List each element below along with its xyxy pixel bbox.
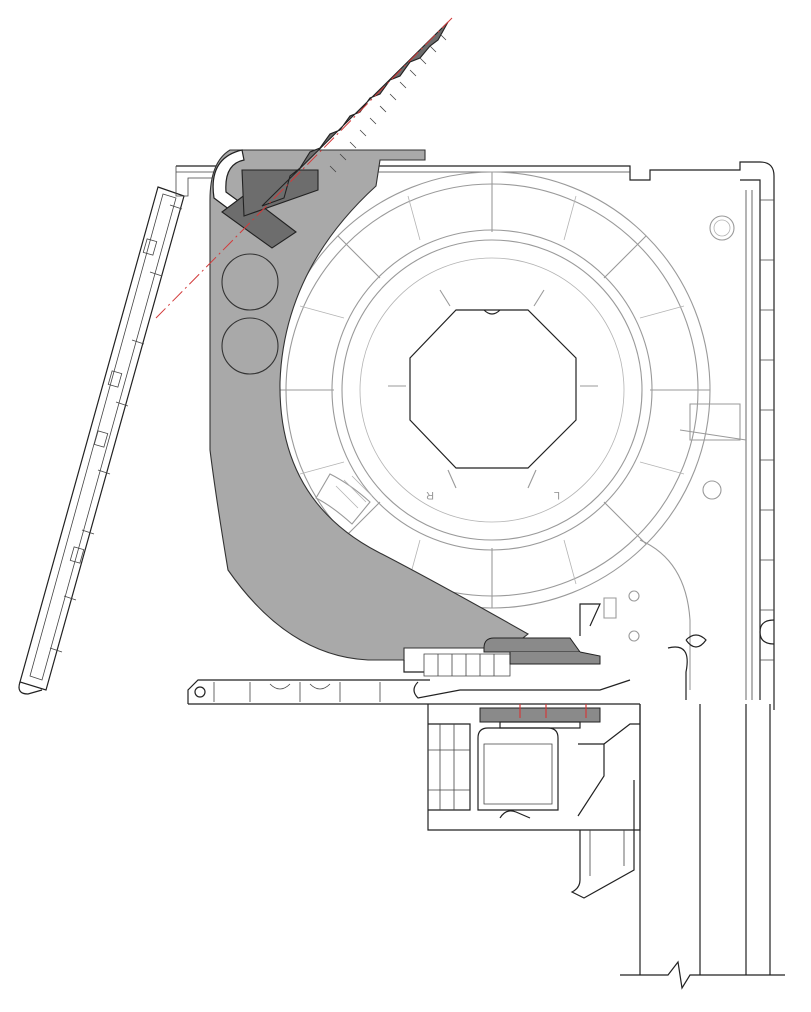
winding-drum <box>273 171 711 609</box>
alignment-ticks <box>519 704 587 718</box>
window-frame-profile <box>427 704 641 899</box>
octagonal-shaft <box>409 309 577 469</box>
rotation-label-right: R <box>426 489 434 501</box>
guide-rail-details <box>603 539 707 700</box>
fixing-screw <box>221 21 449 249</box>
front-cover-panel <box>18 186 185 695</box>
rotation-label-left: L <box>554 489 560 501</box>
insulation-tubes <box>221 253 279 375</box>
screw-axis-line <box>155 17 453 319</box>
bottom-sill-profile <box>187 653 640 705</box>
end-clip <box>483 603 601 665</box>
glazing-lines <box>620 704 785 990</box>
housing-outline <box>175 161 775 710</box>
